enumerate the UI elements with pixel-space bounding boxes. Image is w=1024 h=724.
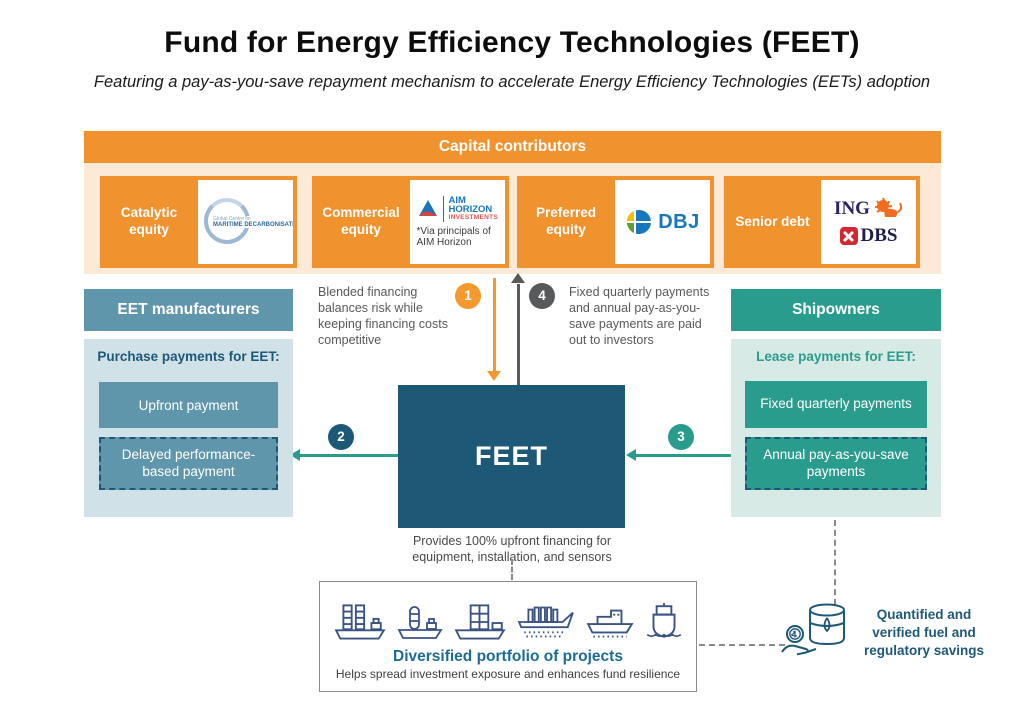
aim-logo-line1: AIM <box>448 194 466 206</box>
page-title: Fund for Energy Efficiency Technologies … <box>164 26 860 59</box>
tanker-ship-icon <box>397 606 443 639</box>
dbs-logo: DBS <box>839 225 898 247</box>
dbj-logo-text: DBJ <box>658 210 700 233</box>
shipowners-header: Shipowners <box>731 289 941 331</box>
portfolio-subtitle: Helps spread investment exposure and enh… <box>335 667 681 681</box>
gcmd-logo-line2: MARITIME DECARBONISATION <box>212 222 293 228</box>
lease-payments-title: Lease payments for EET: <box>756 349 916 364</box>
dashed-connector-portfolio-savings <box>699 644 785 646</box>
annual-pays-payments-box: Annual pay-as-you-save payments <box>745 437 927 490</box>
container-ship-icon <box>517 606 574 638</box>
fuel-savings-icon <box>781 603 845 656</box>
rotor-ship-icon <box>334 604 386 640</box>
shipowners-panel <box>731 339 941 517</box>
commercial-equity-label: Commercial equity <box>322 205 400 237</box>
portfolio-box <box>319 581 697 692</box>
commercial-equity-box: Commercial equity AIM HORIZON INVESTMENT… <box>312 176 509 268</box>
portfolio-title: Diversified portfolio of projects <box>393 648 623 665</box>
eet-manufacturers-panel <box>84 339 293 517</box>
step2-badge: 2 <box>328 424 354 450</box>
dashed-connector-feet-portfolio <box>511 559 513 580</box>
purchase-payments-title: Purchase payments for EET: <box>97 349 280 364</box>
ing-logo-text: ING <box>834 198 870 219</box>
step4-badge: 4 <box>529 283 555 309</box>
step4-annotation: Fixed quarterly payments and annual pay-… <box>569 285 710 347</box>
preferred-equity-box: Preferred equity DBJ <box>517 176 714 268</box>
arrow-down-orange-head-icon <box>487 371 501 381</box>
ing-dbs-logos: ING DBS <box>821 180 916 264</box>
feet-box: FEET <box>398 385 625 528</box>
arrow-down-orange-icon <box>493 278 496 373</box>
gcmd-logo-line1: Global Centre for <box>212 216 293 222</box>
catalytic-equity-label: Catalytic equity <box>120 205 178 237</box>
dashed-connector-shipowners-savings <box>834 520 836 605</box>
delayed-payment-box: Delayed performance-based payment <box>99 437 278 490</box>
dbs-mark-icon <box>839 227 858 245</box>
catalytic-equity-box: Catalytic equity Global Centre for MARIT… <box>100 176 297 268</box>
step1-badge: 1 <box>455 283 481 309</box>
dbs-logo-text: DBS <box>860 225 898 246</box>
arrow-up-gray-head-icon <box>511 273 525 283</box>
eet-manufacturers-header: EET manufacturers <box>84 289 293 331</box>
ing-lion-icon <box>874 197 903 217</box>
aim-horizon-note: *Via principals of AIM Horizon <box>416 225 491 249</box>
arrow-left-to-manufacturers-icon <box>299 454 398 457</box>
senior-debt-label: Senior debt <box>735 213 810 229</box>
savings-label: Quantified and verified fuel and regulat… <box>863 607 985 658</box>
arrow-up-gray-icon <box>517 284 520 385</box>
arrow-left-to-manufacturers-head-icon <box>290 449 300 461</box>
senior-debt-box: Senior debt ING DBS <box>724 176 920 268</box>
ing-logo: ING <box>834 197 903 221</box>
dbj-globe-icon <box>627 210 652 234</box>
ship-icons-row <box>330 594 686 644</box>
page-subtitle: Featuring a pay-as-you-save repayment me… <box>93 73 931 91</box>
aim-horizon-mark-icon <box>418 199 437 216</box>
aim-horizon-logo: AIM HORIZON INVESTMENTS *Via principals … <box>410 180 505 264</box>
gcmd-logo: Global Centre for MARITIME DECARBONISATI… <box>198 180 293 264</box>
preferred-equity-label: Preferred equity <box>535 205 597 237</box>
feet-caption: Provides 100% upfront financing for equi… <box>412 534 612 565</box>
aim-divider <box>442 195 445 222</box>
capital-contributors-banner: Capital contributors <box>84 131 941 163</box>
sail-ship-icon <box>454 604 506 640</box>
cargo-ship-icon <box>586 609 634 638</box>
arrow-left-to-feet-head-icon <box>626 449 636 461</box>
step3-badge: 3 <box>668 424 694 450</box>
aim-logo-line2: HORIZON <box>448 204 493 216</box>
upfront-payment-box: Upfront payment <box>99 382 278 428</box>
step1-annotation: Blended financing balances risk while ke… <box>318 285 448 347</box>
fixed-quarterly-payments-box: Fixed quarterly payments <box>745 381 927 428</box>
bow-ship-icon <box>646 603 681 638</box>
aim-logo-line3: INVESTMENTS <box>448 213 499 221</box>
arrow-left-to-feet-icon <box>635 454 731 457</box>
dbj-logo: DBJ <box>615 180 710 264</box>
